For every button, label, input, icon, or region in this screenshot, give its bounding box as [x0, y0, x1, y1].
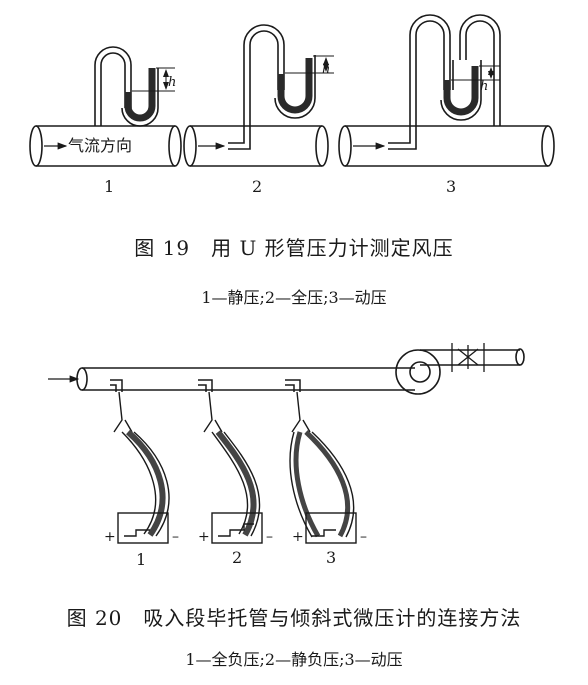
fig20-caption: 图 20 吸入段毕托管与倾斜式微压计的连接方法	[66, 606, 522, 630]
fig20-pitot-tubes	[110, 379, 301, 392]
rubber-hose	[304, 430, 351, 538]
fig20-connection-1	[113, 391, 170, 544]
height-dimension	[451, 65, 500, 81]
fig20-legend: 1—全负压;2—静负压;3—动压	[185, 650, 403, 669]
duct-pipe	[345, 125, 548, 167]
fig19-panel-static	[29, 46, 182, 167]
fig19-panel-number-1: 1	[104, 177, 114, 196]
rubber-hose	[203, 391, 223, 433]
micromanometer-3	[305, 512, 357, 544]
height-dimension	[285, 55, 334, 74]
fig20-plus-2: +	[198, 529, 210, 545]
pitot-tip	[388, 126, 417, 150]
fig19-flow-label: 气流方向	[68, 136, 132, 155]
fig19-h-label-2: h	[322, 62, 330, 77]
connecting-tube	[94, 46, 132, 126]
suction-duct	[82, 367, 415, 391]
micromanometer-1	[117, 512, 169, 544]
height-dimension	[132, 67, 175, 92]
fig20-gauge-number-2: 2	[232, 548, 242, 567]
fig20-minus-2: –	[266, 529, 273, 545]
fig20-connection-3	[289, 391, 357, 544]
micromanometer-2	[211, 512, 263, 544]
duct-pipe	[190, 125, 322, 167]
fig20-plus-3: +	[292, 529, 304, 545]
u-tube-liquid	[124, 68, 156, 122]
rubber-hose	[293, 431, 321, 538]
fan-housing	[395, 349, 441, 395]
fig19-panel-number-3: 3	[446, 177, 456, 196]
connecting-tube	[459, 14, 501, 126]
fig20-minus-1: –	[172, 529, 179, 545]
fig20-gauge-number-1: 1	[136, 550, 146, 569]
fig20-connection-2	[203, 391, 263, 544]
pitot-tip	[228, 126, 251, 150]
fig20-plus-1: +	[104, 529, 116, 545]
rubber-hose	[126, 429, 166, 537]
fig19-panel-dynamic	[338, 14, 555, 167]
fig20-duct	[76, 343, 525, 395]
fig19-panel-total	[183, 24, 334, 167]
duct-pipe	[36, 125, 175, 167]
connecting-tube	[409, 14, 451, 126]
fig19-h-label-1: h	[168, 75, 176, 90]
valve-icon	[451, 343, 485, 372]
fig19-panel-number-2: 2	[252, 177, 262, 196]
outlet-duct	[420, 349, 520, 366]
u-tube-liquid	[443, 66, 479, 116]
fig19-legend: 1—静压;2—全压;3—动压	[201, 288, 387, 307]
fig19-h-label-3: h	[480, 79, 488, 94]
fig20-gauge-number-3: 3	[326, 548, 336, 567]
rubber-hose	[291, 391, 311, 433]
rubber-hose	[215, 430, 257, 537]
rubber-hose	[113, 391, 133, 433]
u-tube-liquid	[277, 58, 313, 114]
fig20-minus-3: –	[360, 529, 367, 545]
connecting-tube	[243, 24, 285, 126]
fig19-caption: 图 19 用 U 形管压力计测定风压	[134, 236, 454, 260]
